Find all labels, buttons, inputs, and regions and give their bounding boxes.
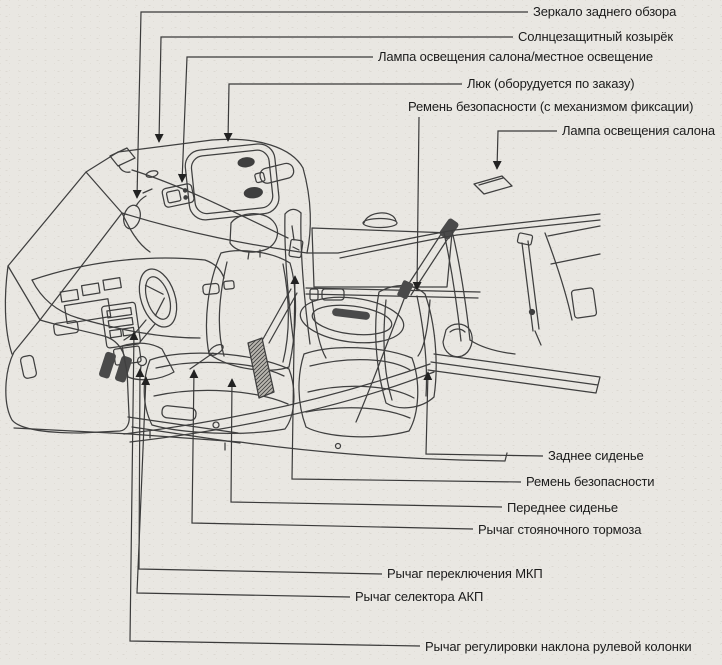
callout-seat-belt: Ремень безопасности bbox=[526, 474, 655, 490]
callout-seat-belt-lock: Ремень безопасности (с механизмом фиксац… bbox=[408, 99, 694, 115]
c-pillar-belt bbox=[521, 240, 542, 346]
leader-at-selector bbox=[136, 376, 351, 598]
belt-anchor-bracket bbox=[288, 238, 304, 259]
leader-sun-visor bbox=[154, 36, 513, 143]
front-seat-belt bbox=[262, 288, 298, 344]
steering-wheel bbox=[123, 268, 178, 343]
armrest bbox=[299, 296, 405, 344]
door-handle bbox=[321, 288, 345, 301]
callout-at-selector: Рычаг селектора АКП bbox=[355, 589, 484, 605]
sun-visor bbox=[109, 147, 159, 178]
front-seat bbox=[127, 213, 298, 451]
leader-seat-belt-lock bbox=[412, 116, 422, 291]
rear-cabin-lamp bbox=[473, 175, 513, 195]
leader-mt-shift-lever bbox=[135, 368, 383, 575]
sunroof bbox=[184, 143, 295, 221]
callout-rearview-mirror: Зеркало заднего обзора bbox=[533, 4, 677, 20]
leader-rearview-mirror bbox=[132, 11, 528, 199]
callout-cabin-map-light: Лампа освещения салона/местное освещение bbox=[378, 49, 653, 65]
leader-seat-belt bbox=[290, 275, 522, 483]
callout-front-seat: Переднее сиденье bbox=[507, 500, 618, 516]
leader-rear-seat bbox=[423, 371, 544, 457]
leader-sunroof bbox=[223, 83, 462, 142]
roof-headliner bbox=[117, 138, 311, 254]
b-pillar bbox=[284, 208, 311, 346]
dashboard bbox=[31, 257, 235, 366]
leader-lines bbox=[129, 11, 557, 647]
rear-seat-belt bbox=[355, 218, 459, 423]
rear-shelf bbox=[306, 212, 601, 355]
quarter-panel bbox=[427, 225, 601, 394]
leader-tilt-lever bbox=[129, 331, 421, 647]
callout-rear-seat: Заднее сиденье bbox=[548, 448, 644, 464]
map-light bbox=[161, 183, 195, 208]
leader-cabin-map-light bbox=[177, 56, 373, 183]
parking-brake-lever bbox=[189, 352, 214, 370]
callout-sunroof: Люк (оборудуется по заказу) bbox=[467, 76, 635, 92]
sunroof-crank-handle bbox=[254, 162, 295, 184]
gearshift-knob bbox=[136, 355, 148, 367]
callout-mt-shift-lever: Рычаг переключения МКП bbox=[387, 566, 543, 582]
leader-front-seat bbox=[227, 378, 503, 508]
floor-sills bbox=[13, 363, 508, 462]
windshield bbox=[4, 151, 151, 434]
rear-seat bbox=[298, 284, 473, 438]
callout-rear-cabin-light: Лампа освещения салона bbox=[562, 123, 715, 139]
rear-door-panel bbox=[299, 227, 481, 359]
callout-tilt-lever: Рычаг регулировки наклона рулевой колонк… bbox=[425, 639, 692, 655]
leader-parking-brake bbox=[189, 369, 474, 530]
seat-slide-handle bbox=[161, 405, 197, 421]
rearview-mirror bbox=[123, 188, 153, 230]
leader-rear-cabin-light bbox=[492, 130, 557, 170]
callout-sun-visor: Солнцезащитный козырёк bbox=[518, 29, 673, 45]
callout-parking-brake: Рычаг стояночного тормоза bbox=[478, 522, 642, 538]
